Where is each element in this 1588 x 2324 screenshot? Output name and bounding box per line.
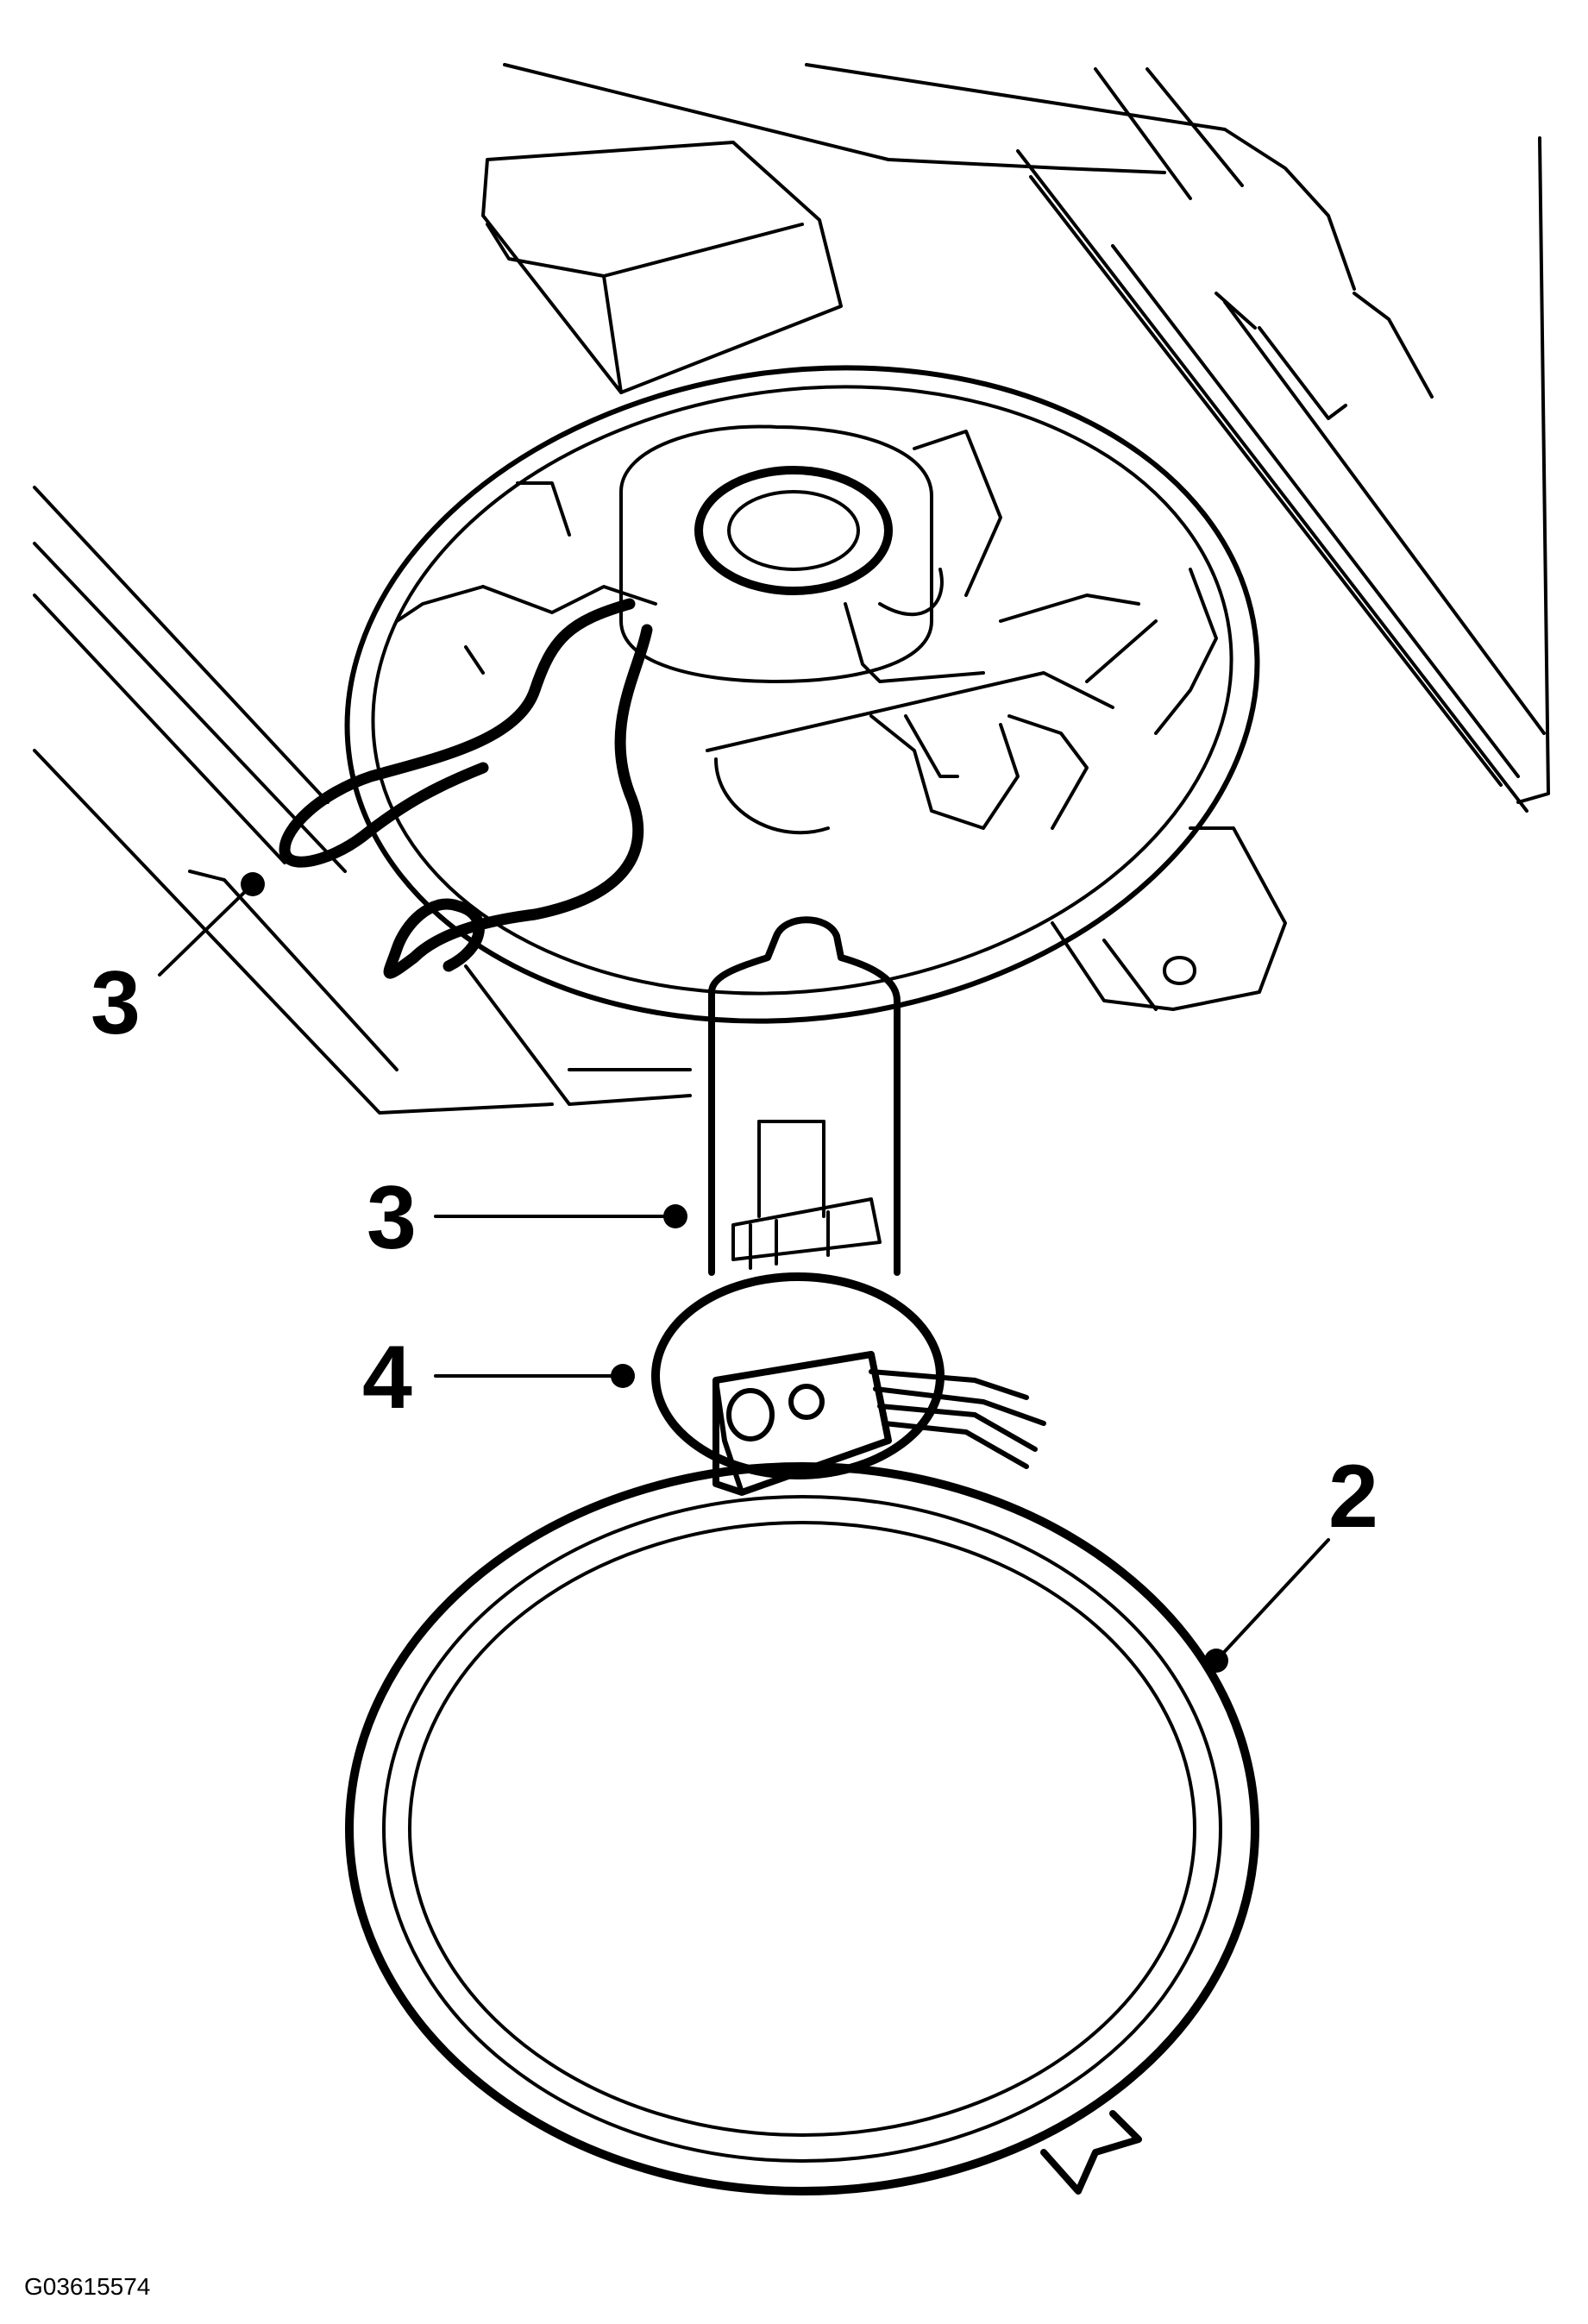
headlamp-housing bbox=[33, 63, 1550, 1115]
figure-id-label: G03615574 bbox=[24, 2273, 150, 2300]
halogen-bulb bbox=[708, 916, 901, 1276]
callout-label-cover: 2 bbox=[1328, 1447, 1378, 1547]
bulb-connector bbox=[651, 1272, 1046, 1496]
reflector-opening bbox=[344, 365, 1260, 1024]
bulb-socket bbox=[395, 424, 1218, 835]
callout-labels: 3 3 4 2 bbox=[91, 953, 1378, 1547]
dust-cover bbox=[345, 1462, 1259, 2195]
callout-label-connector: 4 bbox=[362, 1328, 412, 1428]
bulb-retaining-clip bbox=[279, 598, 653, 979]
callout-label-clip: 3 bbox=[91, 953, 141, 1053]
callout-label-bulb: 3 bbox=[367, 1168, 417, 1268]
callout-leaders bbox=[158, 872, 1330, 1673]
